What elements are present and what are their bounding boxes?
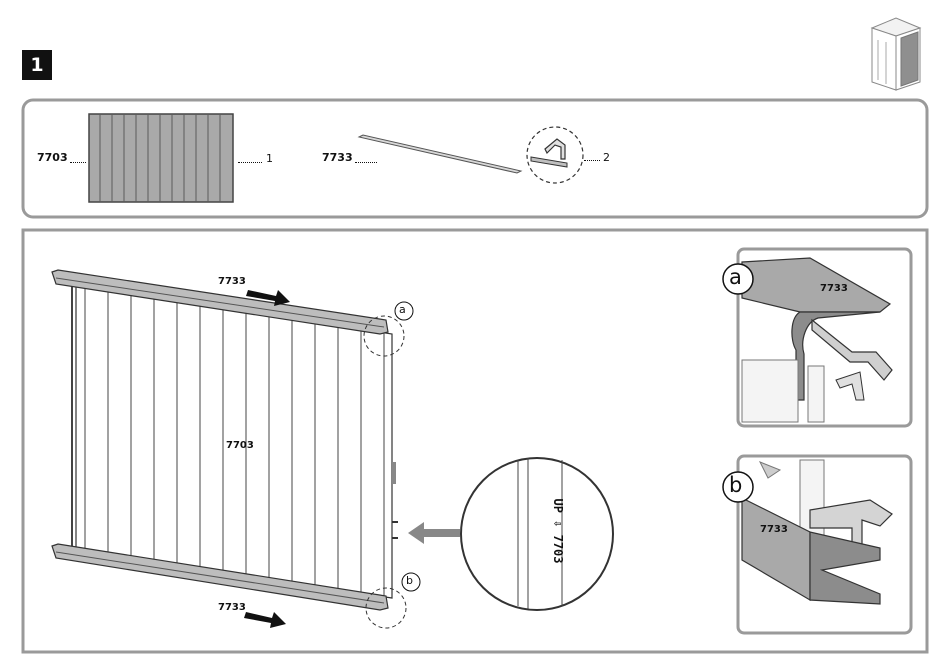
callout-letter-a: a: [399, 303, 406, 316]
callout-letter-b: b: [406, 574, 413, 587]
detail-a-letter: a: [729, 265, 742, 289]
bottom-rail-label: 7733: [218, 602, 246, 613]
top-rail-label: 7733: [218, 276, 246, 287]
panel-label: 7703: [226, 440, 254, 451]
magnifier-circle: [461, 458, 613, 610]
magnified-panel-text: UP ⇩ 7703: [551, 471, 565, 591]
magnifier-arrow-icon: [408, 522, 460, 544]
detail-a-label: 7733: [820, 283, 848, 294]
detail-b-letter: b: [729, 473, 742, 497]
detail-b-label: 7733: [760, 524, 788, 535]
